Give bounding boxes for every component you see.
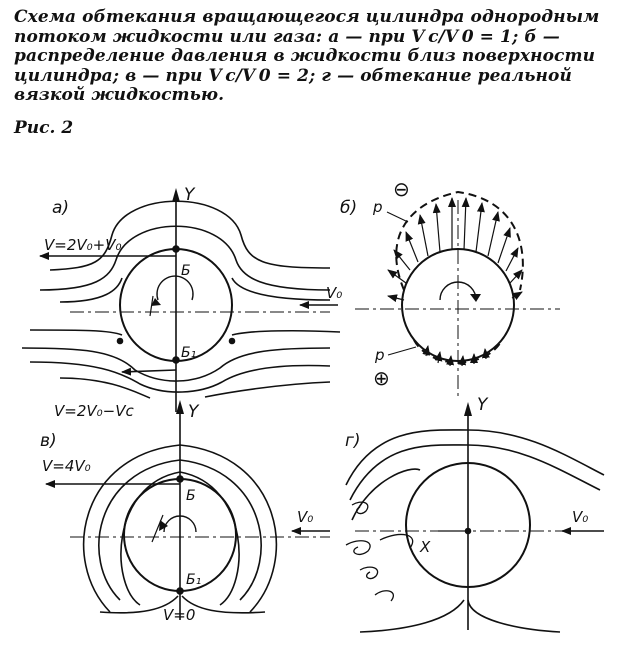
panel-v-velocity-top: V=4V₀ — [42, 457, 91, 475]
figure-number: Рис. 2 — [14, 118, 74, 138]
panel-b-negative-sign: ⊖ — [393, 177, 410, 201]
panel-g — [345, 402, 605, 633]
panel-a-velocity-incoming: V₀ — [326, 284, 342, 302]
panel-a — [21, 188, 341, 412]
panel-a-point-bottom: Б₁ — [181, 345, 196, 361]
panel-v-point-bottom: Б₁ — [186, 572, 201, 588]
panel-v-point-top: Б — [186, 488, 196, 504]
panel-g-x-axis-label: X — [419, 538, 431, 556]
panel-g-y-axis-label: Y — [477, 395, 489, 415]
panel-b-positive-sign: ⊕ — [373, 366, 390, 390]
panel-a-y-axis-label: Y — [184, 185, 196, 205]
panel-a-velocity-bottom: V=2V₀−Vc — [54, 402, 134, 420]
panel-b — [355, 190, 560, 400]
panel-b-pressure-bottom-label: p — [374, 346, 385, 364]
panel-v-velocity-bottom: V=0 — [163, 606, 195, 624]
panel-v — [45, 400, 330, 620]
panel-b-tag: б) — [340, 198, 357, 218]
panel-a-velocity-top: V=2V₀+V₀ — [44, 236, 122, 254]
panel-b-pressure-top-label: p — [372, 198, 383, 216]
panel-v-y-axis-label: Y — [188, 402, 200, 422]
panel-v-velocity-incoming: V₀ — [297, 508, 313, 526]
panel-a-tag: а) — [52, 198, 69, 218]
panel-v-tag: в) — [40, 431, 57, 451]
figure-caption: Схема обтекания вращающегося цилиндра од… — [14, 7, 600, 105]
panel-a-point-top: Б — [181, 263, 191, 279]
panel-g-tag: г) — [345, 431, 361, 451]
panel-g-velocity-incoming: V₀ — [572, 508, 588, 526]
